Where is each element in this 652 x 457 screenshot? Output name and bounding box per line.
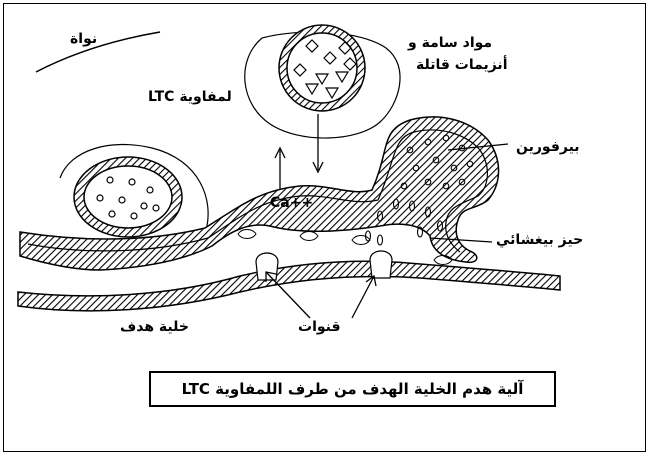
nucleus-outline [36, 32, 160, 72]
label-ltc: LTC لمفاوية [148, 88, 232, 106]
caption-box: آلية هدم الخلية الهدف من طرف اللمفاوية L… [149, 371, 556, 407]
label-target-cell: خلية هدف [120, 318, 189, 336]
label-ltc-text: LTC لمفاوية [148, 89, 232, 105]
caption-text: آلية هدم الخلية الهدف من طرف اللمفاوية L… [182, 380, 524, 398]
toxin-vesicle [279, 25, 365, 111]
label-toxins: مواد سامة و [408, 34, 492, 52]
label-nucleus: نواة [70, 30, 97, 48]
label-enzymes: أنزيمات قاتلة [416, 56, 508, 74]
left-vesicle [74, 157, 182, 237]
label-calcium: Ca++ [270, 194, 313, 212]
label-space: حيز بيغشائي [496, 231, 583, 249]
label-perforin: بيرفورين [516, 138, 580, 156]
label-channels: قنوات [298, 318, 341, 336]
